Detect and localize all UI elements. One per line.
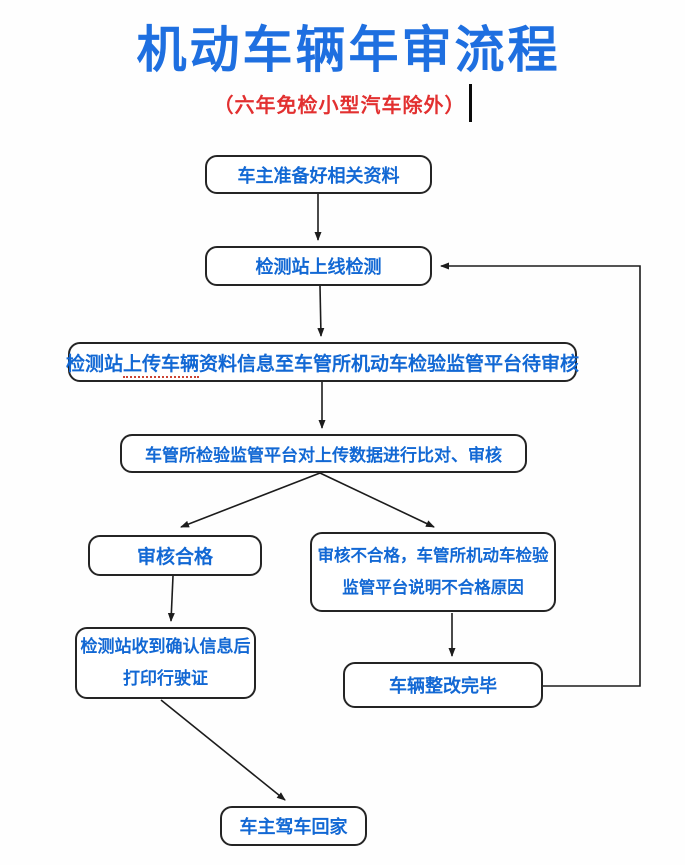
arrow-pass-to-print [167,575,175,622]
node-label: 检测站上线检测 [255,257,382,277]
upload-label-underlined: 上传车辆 [123,353,200,378]
arrow-inspection-to-upload [317,285,325,337]
node-vehicle-rectified: 车辆整改完毕 [343,662,543,708]
node-review-pass: 审核合格 [88,535,262,576]
subtitle-row: （六年免检小型汽车除外） [0,84,685,122]
node-print-license: 检测站收到确认信息后 打印行驶证 [75,627,256,699]
node-label: 检测站上传车辆资料信息至车管所机动车检验监管平台待审核 [65,349,580,378]
node-label-line2: 打印行驶证 [123,669,208,688]
node-platform-compare: 车管所检验监管平台对上传数据进行比对、审核 [120,434,527,473]
page-subtitle: （六年免检小型汽车除外） [213,94,466,117]
node-label-line1: 检测站收到确认信息后 [80,636,251,656]
node-label-line2: 监管平台说明不合格原因 [342,579,524,597]
node-prepare-documents: 车主准备好相关资料 [205,155,432,194]
upload-label-prefix: 检测站 [65,353,123,375]
node-upload-data: 检测站上传车辆资料信息至车管所机动车检验监管平台待审核 [65,342,580,382]
arrow-compare-to-pass [180,472,321,528]
text-cursor [468,84,472,122]
node-label: 车辆整改完毕 [389,676,497,696]
arrow-compare-to-fail [319,472,435,528]
arrow-rectify-to-inspection-loop [440,262,641,687]
node-label-line1: 审核不合格，车管所机动车检验 [317,546,549,565]
upload-label-suffix: 资料信息至车管所机动车检验监管平台待审核 [199,353,580,375]
node-label: 车管所检验监管平台对上传数据进行比对、审核 [145,446,502,465]
arrow-print-to-home [160,699,286,801]
node-review-fail: 审核不合格，车管所机动车检验 监管平台说明不合格原因 [310,532,556,612]
node-label: 车主驾车回家 [239,817,348,837]
node-label: 车主准备好相关资料 [237,165,400,186]
node-station-inspection: 检测站上线检测 [205,246,432,286]
node-label: 审核合格 [136,547,213,568]
page-title: 机动车辆年审流程 [136,22,561,78]
node-drive-home: 车主驾车回家 [220,806,367,846]
